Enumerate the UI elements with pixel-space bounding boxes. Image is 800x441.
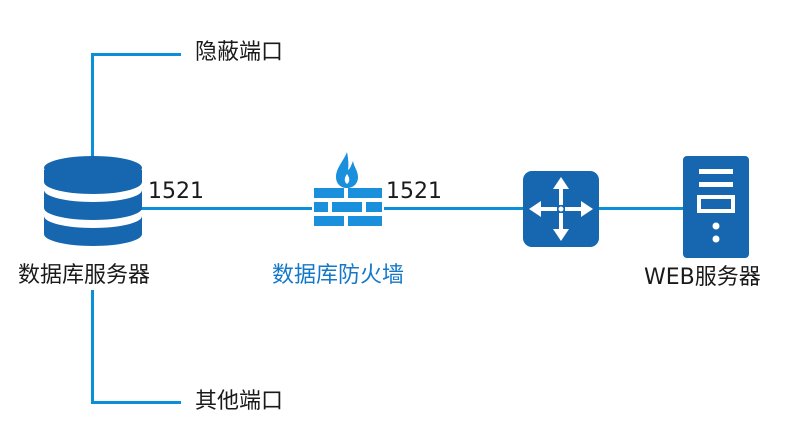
other-port-label: 其他端口 xyxy=(195,389,284,414)
database-server-label: 数据库服务器 xyxy=(18,263,151,288)
db-to-firewall-line xyxy=(140,207,312,210)
router-to-server-line xyxy=(596,207,688,210)
database-icon xyxy=(44,156,142,246)
top-branch-horizontal-line xyxy=(91,53,181,56)
hidden-port-label: 隐蔽端口 xyxy=(195,40,284,65)
router-icon xyxy=(523,171,599,247)
bottom-branch-horizontal-line xyxy=(91,401,181,404)
port-label-db-firewall: 1521 xyxy=(148,179,204,204)
bottom-branch-vertical-line xyxy=(91,290,94,403)
database-firewall-label: 数据库防火墙 xyxy=(272,263,405,288)
web-server-label: WEB服务器 xyxy=(644,265,761,290)
firewall-to-router-line xyxy=(384,207,526,210)
port-label-firewall-router: 1521 xyxy=(386,179,442,204)
top-branch-vertical-line xyxy=(91,53,94,163)
firewall-icon xyxy=(314,152,382,226)
server-icon xyxy=(683,156,749,258)
